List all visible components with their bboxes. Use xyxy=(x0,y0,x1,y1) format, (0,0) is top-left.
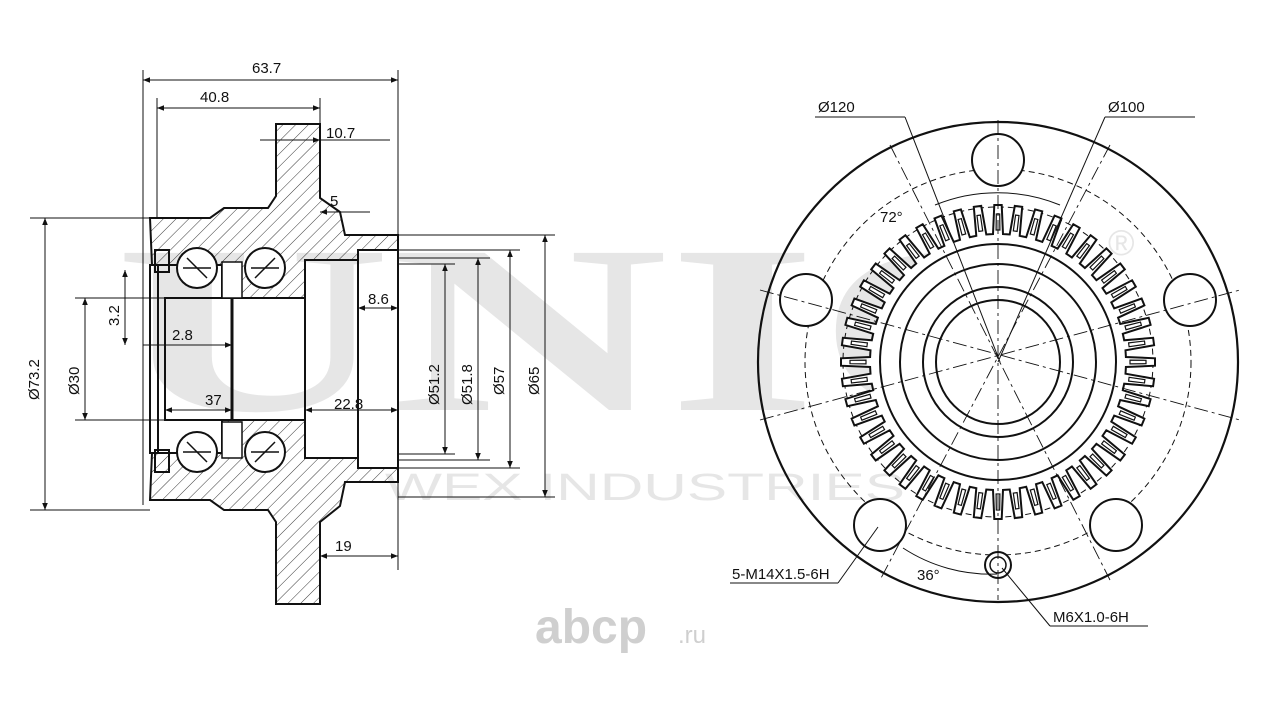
abs-tooth xyxy=(850,340,869,348)
ball-lower-right xyxy=(244,431,286,473)
abs-tooth xyxy=(891,453,907,469)
label-screw-thread: M6X1.0-6H xyxy=(1053,609,1129,626)
tagline-watermark: WEX INDUSTRIES xyxy=(385,467,905,509)
abs-tooth xyxy=(878,439,896,455)
label-snap-ring: 2.8 xyxy=(172,327,193,344)
abs-tooth xyxy=(878,269,896,285)
label-bolt-angle: 72° xyxy=(880,209,903,226)
ball-lower-left xyxy=(176,431,218,473)
arc-hole-angle xyxy=(902,547,998,575)
abs-tooth xyxy=(976,214,984,233)
label-spigot-51-2: Ø51.2 xyxy=(426,364,443,405)
label-seal-offset: 3.2 xyxy=(106,305,123,326)
label-overall-length: 63.7 xyxy=(252,60,281,77)
label-spigot-65: Ø65 xyxy=(526,367,543,395)
stud-hole-lower-right xyxy=(1089,498,1143,552)
abs-tooth xyxy=(1127,376,1146,384)
abs-tooth xyxy=(1075,242,1091,260)
abs-tooth xyxy=(1118,303,1137,314)
abs-tooth xyxy=(1012,491,1020,510)
label-flange-position: 40.8 xyxy=(200,89,229,106)
label-flange-thickness: 10.7 xyxy=(326,125,355,142)
abs-tooth xyxy=(1061,232,1075,250)
label-flange-lip: 19 xyxy=(335,538,352,555)
label-spigot-length: 22.8 xyxy=(334,396,363,413)
ball-upper-left xyxy=(176,247,218,289)
stud-hole-left xyxy=(779,273,833,327)
abs-tooth xyxy=(1110,425,1128,439)
abs-tooth xyxy=(905,242,921,260)
label-hole-angle: 36° xyxy=(917,567,940,584)
label-bore-step: 8.6 xyxy=(368,291,389,308)
abs-tooth xyxy=(868,285,886,299)
label-bearing-width: 37 xyxy=(205,392,222,409)
abs-tooth xyxy=(1029,488,1039,507)
abs-tooth xyxy=(1124,321,1143,331)
label-stud-thread: 5-M14X1.5-6H xyxy=(732,566,830,583)
abs-tooth xyxy=(853,321,872,331)
ball-upper-right xyxy=(244,247,286,289)
abs-tooth xyxy=(859,303,878,314)
label-bore-diameter: Ø30 xyxy=(66,367,83,395)
abs-tooth xyxy=(1089,453,1105,469)
abs-tooth xyxy=(868,425,886,439)
abs-tooth xyxy=(905,464,921,482)
abs-tooth xyxy=(995,493,1001,511)
abs-tooth xyxy=(1046,223,1057,242)
abs-tooth xyxy=(957,217,967,236)
label-spigot-57: Ø57 xyxy=(491,367,508,395)
abs-tooth xyxy=(1089,255,1105,271)
abs-tooth xyxy=(1127,340,1146,348)
seal-lower xyxy=(154,449,170,473)
abs-tooth xyxy=(1012,214,1020,233)
abs-tooth xyxy=(1129,359,1147,365)
arc-bolt-angle xyxy=(934,192,1061,206)
label-pcd-outer: Ø120 xyxy=(818,99,855,116)
abs-tooth xyxy=(1118,410,1137,421)
site-logo: abcp .ru xyxy=(535,601,706,654)
abs-tooth xyxy=(957,488,967,507)
cage-lower xyxy=(221,421,243,459)
label-shoulder: 5 xyxy=(330,193,338,210)
label-pcd-bolt: Ø100 xyxy=(1108,99,1145,116)
abs-tooth xyxy=(859,410,878,421)
abs-tooth xyxy=(849,359,867,365)
seal-upper xyxy=(154,249,170,273)
abs-tooth xyxy=(921,232,935,250)
abs-tooth xyxy=(853,393,872,403)
abs-tooth xyxy=(1061,474,1075,492)
abs-tooth xyxy=(891,255,907,271)
stud-hole-right xyxy=(1163,273,1217,327)
front-view: Ø120 Ø100 72° 36° 5-M14X1.5-6H M6X1.0-6H xyxy=(730,99,1241,627)
abs-tooth xyxy=(939,482,950,501)
abs-tooth xyxy=(850,376,869,384)
registered-mark: ® xyxy=(1108,222,1135,263)
abs-tooth xyxy=(1100,439,1118,455)
side-view-section: 63.7 40.8 10.7 5 8.6 2.8 37 22.8 19 Ø73.… xyxy=(26,60,555,605)
cage-upper xyxy=(221,261,243,299)
label-outer-diameter: Ø73.2 xyxy=(26,359,43,400)
abs-tooth xyxy=(995,213,1001,231)
abs-tooth xyxy=(1124,393,1143,403)
abs-tooth xyxy=(1100,269,1118,285)
abs-tooth xyxy=(1075,464,1091,482)
abs-tooth xyxy=(1046,482,1057,501)
abs-tooth xyxy=(1029,217,1039,236)
abs-tooth xyxy=(921,474,935,492)
stud-hole-lower-left xyxy=(853,498,907,552)
abs-tooth xyxy=(1110,285,1128,299)
abs-tooth xyxy=(976,491,984,510)
label-spigot-51-8: Ø51.8 xyxy=(459,364,476,405)
site-name: abcp xyxy=(535,601,647,654)
abs-tooth xyxy=(939,223,950,242)
hub-bore-middle xyxy=(922,286,1074,438)
site-tld: .ru xyxy=(678,622,706,649)
